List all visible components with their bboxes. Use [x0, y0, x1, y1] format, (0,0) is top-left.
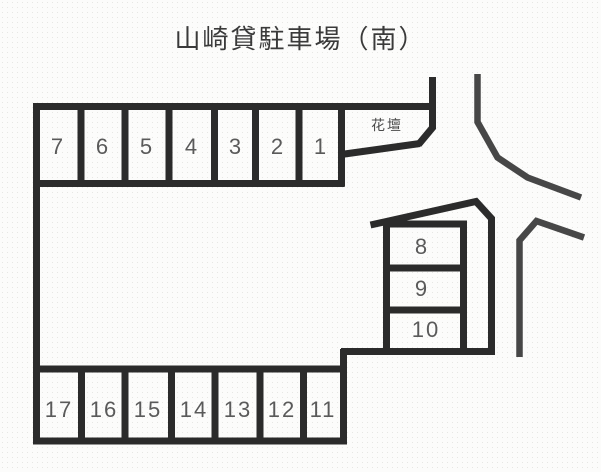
flower-bed-corner — [415, 124, 437, 147]
page-title: 山崎貸駐車場（南） — [174, 24, 427, 54]
block-outer-edge — [369, 197, 495, 352]
parking-space-6: 6 — [95, 134, 111, 159]
parking-space-12: 12 — [267, 397, 297, 422]
flower-bed-label: 花壇 — [371, 117, 403, 133]
parking-space-4: 4 — [184, 134, 200, 159]
parking-space-16: 16 — [89, 397, 119, 422]
parking-space-5: 5 — [139, 134, 155, 159]
parking-space-10: 10 — [411, 317, 441, 342]
parking-space-9: 9 — [414, 276, 430, 301]
parking-space-15: 15 — [133, 397, 163, 422]
parking-space-3: 3 — [228, 134, 244, 159]
parking-space-11: 11 — [309, 397, 337, 422]
road-edge-lower — [516, 217, 586, 357]
parking-space-2: 2 — [270, 134, 286, 159]
parking-space-8: 8 — [414, 234, 430, 259]
parking-space-13: 13 — [223, 397, 253, 422]
parking-space-17: 17 — [44, 397, 74, 422]
parking-space-1: 1 — [313, 134, 329, 159]
road-edge-upper — [474, 74, 583, 201]
flower-bed-bottom-line — [340, 140, 421, 158]
parking-space-7: 7 — [50, 134, 66, 159]
parking-space-14: 14 — [179, 397, 209, 422]
